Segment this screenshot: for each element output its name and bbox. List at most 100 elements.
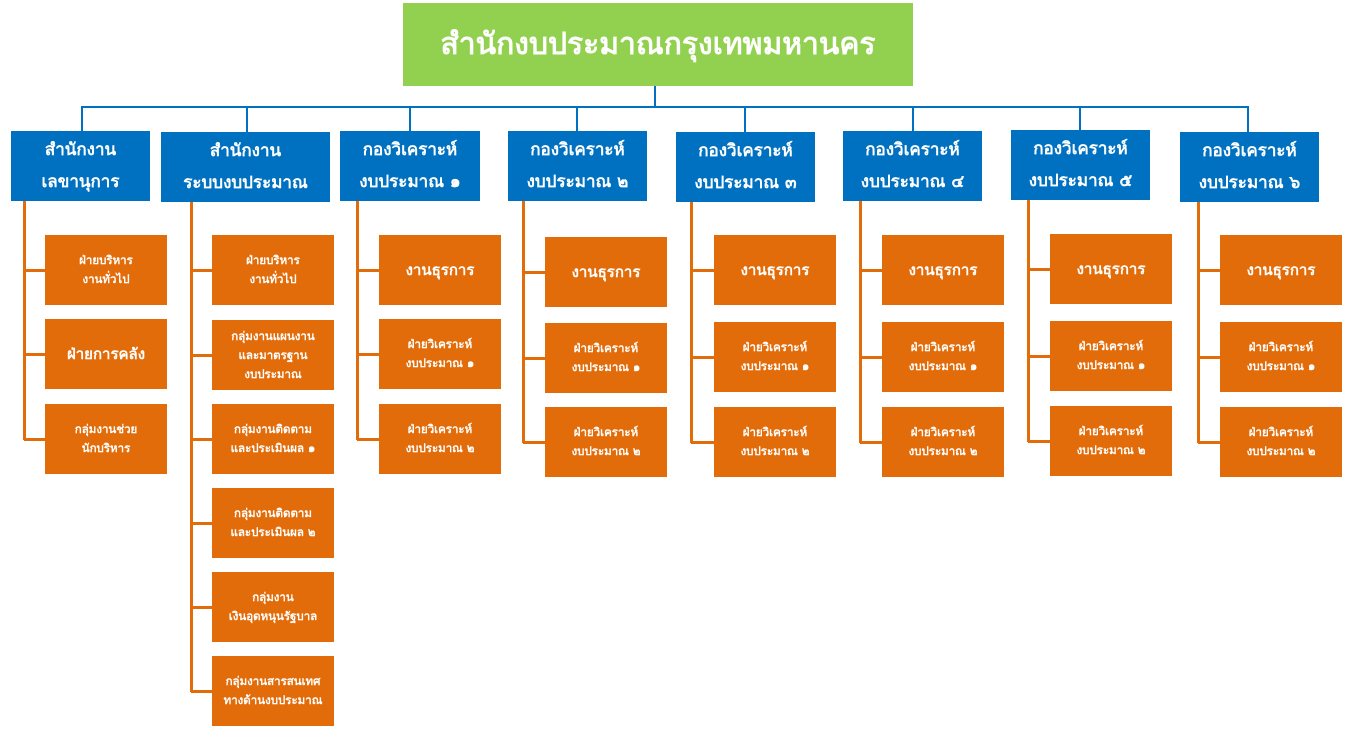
department-node: กองวิเคราะห์ งบประมาณ ๖: [1180, 132, 1319, 202]
unit-label: งานธุรการ: [908, 260, 978, 279]
unit-branch-line: [691, 269, 714, 272]
unit-node: ฝ่ายการคลัง: [45, 319, 167, 389]
unit-node: ฝ่ายวิเคราะห์ งบประมาณ ๑: [714, 322, 836, 392]
unit-spine-line: [690, 202, 693, 443]
unit-label: ฝ่ายวิเคราะห์ งบประมาณ ๑: [740, 340, 810, 373]
unit-branch-line: [1028, 440, 1050, 443]
unit-node: ฝ่ายบริหาร งานทั่วไป: [212, 235, 334, 305]
unit-label: งานธุรการ: [571, 262, 641, 281]
department-drop-line: [912, 107, 914, 131]
unit-branch-line: [1028, 268, 1050, 271]
unit-node: งานธุรการ: [714, 235, 836, 305]
department-label: กองวิเคราะห์ งบประมาณ ๑: [359, 140, 461, 192]
unit-branch-line: [523, 271, 545, 274]
unit-label: ฝ่ายวิเคราะห์ งบประมาณ ๑: [405, 337, 475, 370]
unit-node: งานธุรการ: [379, 235, 501, 305]
unit-label: ฝ่ายวิเคราะห์ งบประมาณ ๒: [1076, 424, 1146, 457]
unit-branch-line: [191, 269, 212, 272]
unit-spine-line: [859, 201, 862, 443]
department-node: กองวิเคราะห์ งบประมาณ ๓: [676, 132, 815, 202]
unit-branch-line: [1198, 269, 1220, 272]
unit-branch-line: [191, 522, 212, 525]
unit-branch-line: [523, 357, 545, 360]
unit-node: ฝ่ายวิเคราะห์ งบประมาณ ๑: [1050, 321, 1172, 391]
department-label: กองวิเคราะห์ งบประมาณ ๖: [1198, 141, 1301, 193]
department-label: กองวิเคราะห์ งบประมาณ ๒: [526, 140, 629, 192]
unit-node: ฝ่ายวิเคราะห์ งบประมาณ ๑: [379, 319, 501, 389]
unit-branch-line: [1198, 356, 1220, 359]
unit-node: กลุ่มงานติดตาม และประเมินผล ๑: [212, 404, 334, 474]
unit-branch-line: [1028, 355, 1050, 358]
unit-branch-line: [691, 356, 714, 359]
unit-branch-line: [691, 441, 714, 444]
unit-node: ฝ่ายวิเคราะห์ งบประมาณ ๒: [882, 407, 1004, 477]
unit-spine-line: [1197, 202, 1200, 443]
unit-node: งานธุรการ: [1050, 234, 1172, 304]
department-node: กองวิเคราะห์ งบประมาณ ๑: [340, 131, 480, 201]
unit-branch-line: [1198, 441, 1220, 444]
unit-label: งานธุรการ: [1076, 259, 1146, 278]
unit-node: ฝ่ายวิเคราะห์ งบประมาณ ๒: [1220, 407, 1342, 477]
unit-node: ฝ่ายวิเคราะห์ งบประมาณ ๒: [545, 407, 667, 477]
unit-label: กลุ่มงาน เงินอุดหนุนรัฐบาล: [228, 590, 318, 623]
root-node: สำนักงบประมาณกรุงเทพมหานคร: [403, 3, 913, 86]
unit-label: ฝ่ายวิเคราะห์ งบประมาณ ๒: [1246, 425, 1316, 458]
department-label: สำนักงาน เลขานุการ: [41, 140, 120, 192]
unit-branch-line: [357, 353, 379, 356]
unit-node: กลุ่มงานแผนงาน และมาตรฐาน งบประมาณ: [212, 320, 334, 390]
department-drop-line: [1079, 107, 1081, 130]
department-label: กองวิเคราะห์ งบประมาณ ๔: [860, 140, 965, 192]
unit-branch-line: [357, 269, 379, 272]
department-label: กองวิเคราะห์ งบประมาณ ๕: [1028, 139, 1133, 191]
unit-node: กลุ่มงานช่วย นักบริหาร: [45, 404, 167, 474]
unit-label: ฝ่ายวิเคราะห์ งบประมาณ ๑: [1246, 340, 1316, 373]
unit-branch-line: [860, 356, 882, 359]
unit-label: ฝ่ายวิเคราะห์ งบประมาณ ๒: [908, 425, 978, 458]
unit-node: ฝ่ายวิเคราะห์ งบประมาณ ๒: [1050, 406, 1172, 476]
department-node: กองวิเคราะห์ งบประมาณ ๕: [1011, 130, 1150, 200]
unit-label: ฝ่ายวิเคราะห์ งบประมาณ ๒: [571, 425, 641, 458]
department-node: สำนักงาน ระบบงบประมาณ: [161, 132, 330, 202]
unit-node: ฝ่ายวิเคราะห์ งบประมาณ ๒: [379, 404, 501, 474]
unit-branch-line: [191, 438, 212, 441]
department-drop-line: [246, 107, 248, 132]
unit-branch-line: [860, 269, 882, 272]
unit-node: ฝ่ายบริหาร งานทั่วไป: [45, 235, 167, 305]
unit-branch-line: [860, 441, 882, 444]
unit-label: งานธุรการ: [740, 260, 810, 279]
department-node: สำนักงาน เลขานุการ: [11, 131, 150, 201]
unit-label: ฝ่ายบริหาร งานทั่วไป: [79, 253, 133, 286]
unit-node: งานธุรการ: [882, 235, 1004, 305]
department-drop-line: [576, 107, 578, 131]
unit-branch-line: [357, 438, 379, 441]
unit-spine-line: [190, 202, 193, 692]
unit-branch-line: [191, 690, 212, 693]
department-label: กองวิเคราะห์ งบประมาณ ๓: [694, 141, 797, 193]
department-bus-line: [81, 106, 1249, 108]
unit-spine-line: [23, 201, 26, 440]
unit-node: กลุ่มงานสารสนเทศ ทางด้านงบประมาณ: [212, 656, 334, 726]
unit-label: ฝ่ายวิเคราะห์ งบประมาณ ๑: [908, 340, 978, 373]
unit-branch-line: [523, 441, 545, 444]
unit-label: งานธุรการ: [405, 260, 475, 279]
department-drop-line: [81, 107, 83, 131]
root-label: สำนักงบประมาณกรุงเทพมหานคร: [440, 27, 876, 62]
unit-label: ฝ่ายวิเคราะห์ งบประมาณ ๑: [571, 341, 641, 374]
unit-label: งานธุรการ: [1246, 260, 1316, 279]
root-connector: [654, 86, 656, 108]
department-label: สำนักงาน ระบบงบประมาณ: [183, 141, 308, 193]
department-node: กองวิเคราะห์ งบประมาณ ๒: [508, 131, 647, 201]
unit-spine-line: [356, 201, 359, 440]
unit-node: กลุ่มงานติดตาม และประเมินผล ๒: [212, 488, 334, 558]
unit-label: กลุ่มงานช่วย นักบริหาร: [74, 422, 138, 455]
unit-label: กลุ่มงานติดตาม และประเมินผล ๒: [230, 506, 316, 539]
unit-branch-line: [24, 438, 45, 441]
department-drop-line: [744, 107, 746, 132]
unit-node: งานธุรการ: [1220, 235, 1342, 305]
unit-branch-line: [24, 353, 45, 356]
department-drop-line: [1247, 107, 1249, 132]
unit-node: ฝ่ายวิเคราะห์ งบประมาณ ๑: [1220, 322, 1342, 392]
unit-node: ฝ่ายวิเคราะห์ งบประมาณ ๑: [882, 322, 1004, 392]
unit-label: ฝ่ายวิเคราะห์ งบประมาณ ๑: [1076, 339, 1146, 372]
unit-branch-line: [191, 606, 212, 609]
